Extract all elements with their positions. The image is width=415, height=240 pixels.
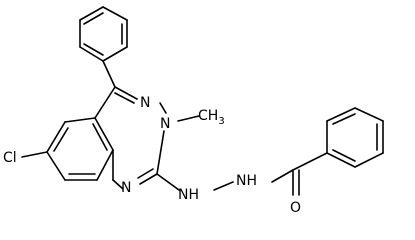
atom-n-lower: N bbox=[121, 180, 131, 196]
methyl-subscript: 3 bbox=[218, 116, 224, 127]
atom-nh-left: NH bbox=[178, 187, 199, 203]
n-methyl-bond bbox=[177, 115, 200, 122]
atom-carbonyl-oxygen: O bbox=[290, 200, 301, 216]
phenyl-ring-top bbox=[79, 6, 128, 62]
phenyl-ring-benzoyl bbox=[326, 107, 384, 168]
phenyl-c5-bond bbox=[102, 60, 116, 88]
hydrazide-chain bbox=[156, 152, 328, 196]
atom-chloro: Cl bbox=[3, 150, 17, 166]
diazepine-ring bbox=[112, 86, 167, 190]
atom-nh-right: NH bbox=[236, 173, 257, 189]
methyl-label: CH bbox=[198, 108, 218, 124]
benzo-ring bbox=[46, 86, 116, 181]
atom-methyl: CH3 bbox=[198, 108, 225, 127]
atom-n-top: N bbox=[140, 95, 150, 111]
chloro-bond bbox=[21, 151, 48, 158]
atom-n-methyl: N bbox=[160, 116, 170, 132]
